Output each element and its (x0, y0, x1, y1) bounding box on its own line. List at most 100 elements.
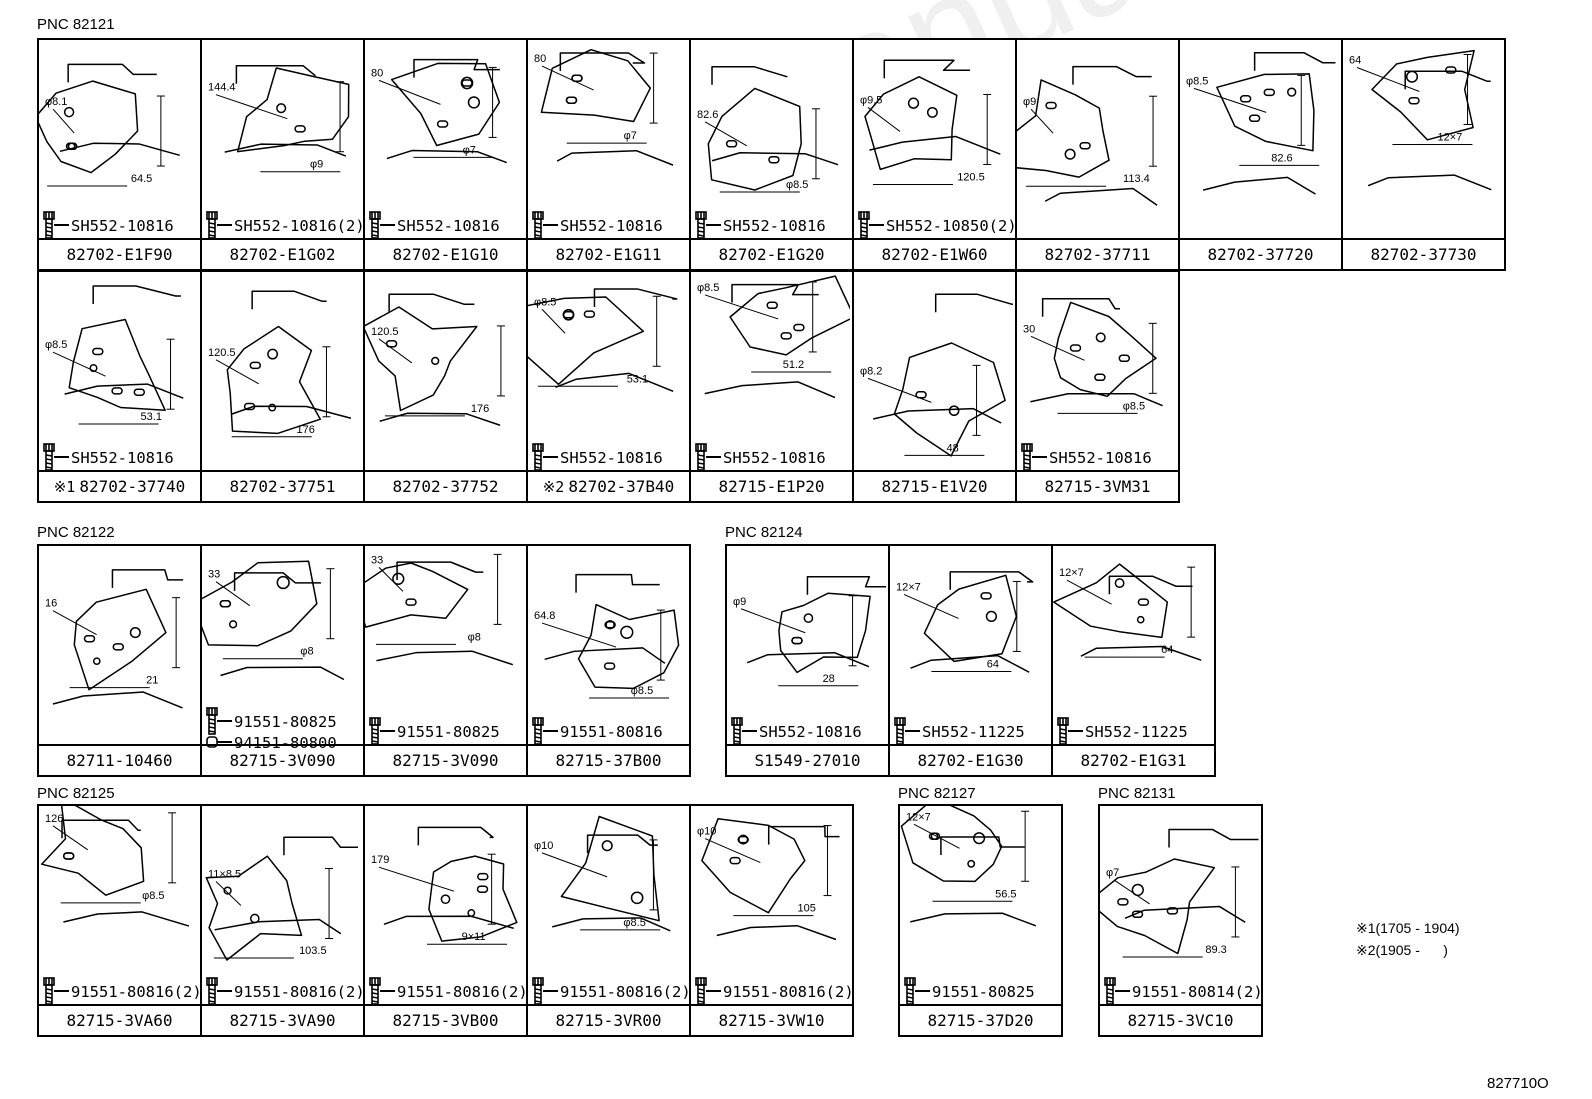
leader-line (740, 608, 806, 634)
leader-line (1356, 67, 1420, 92)
leader-line (541, 622, 617, 648)
mount-hole (63, 106, 75, 118)
part-number[interactable]: 82715-3VM31 (1017, 470, 1178, 501)
bolt-callout[interactable]: SH552-10816 (43, 442, 174, 476)
bracket-body (39, 80, 139, 174)
part-number[interactable]: 82702-E1G02 (202, 238, 363, 269)
part-number[interactable]: 82702-E1G11 (528, 238, 689, 269)
bolt-callout[interactable]: SH552-10816 (731, 716, 862, 750)
part-number[interactable]: 82702-E1G20 (691, 238, 852, 269)
washer-callout[interactable]: 94151-80800 (206, 734, 337, 754)
leader-line (378, 79, 441, 105)
part-number[interactable]: 82715-3V090 (202, 744, 363, 775)
mount-hole (440, 894, 451, 905)
part-number-text: 82702-E1W60 (881, 245, 988, 264)
bolt-callout[interactable]: SH552-10816 (369, 210, 500, 244)
bolt-callout[interactable]: 91551-80825 (206, 706, 337, 740)
bolt-callout[interactable]: SH552-10816 (1021, 442, 1152, 476)
bolt-part-number: SH552-10816 (71, 449, 174, 467)
part-number[interactable]: 82702-37711 (1017, 238, 1178, 269)
part-number[interactable]: 82702-E1G31 (1053, 744, 1214, 775)
part-number[interactable]: 82715-3VA90 (202, 1004, 363, 1035)
part-number[interactable]: 82715-3VC10 (1100, 1004, 1261, 1035)
bolt-callout[interactable]: 91551-80816(2) (206, 976, 365, 1010)
part-number[interactable]: 82715-E1P20 (691, 470, 852, 501)
mount-hole (1095, 332, 1106, 343)
bracket-body (707, 87, 802, 191)
dimension-label: 21 (146, 675, 158, 687)
part-number[interactable]: 82715-E1V20 (854, 470, 1015, 501)
part-number[interactable]: 82702-E1G30 (890, 744, 1051, 775)
bracket-strap (1124, 905, 1246, 923)
bolt-callout[interactable]: 91551-80816(2) (695, 976, 854, 1010)
part-number[interactable]: 82702-E1F90 (39, 238, 200, 269)
bolt-callout[interactable]: 91551-80816(2) (43, 976, 202, 1010)
part-number[interactable]: 82715-3V090 (365, 744, 526, 775)
bolt-callout[interactable]: 91551-80816(2) (532, 976, 691, 1010)
bolt-callout[interactable]: SH552-10816 (695, 210, 826, 244)
part-number[interactable]: 82715-3VR00 (528, 1004, 689, 1035)
part-number[interactable]: 82702-37752 (365, 470, 526, 501)
mount-slot (583, 310, 596, 318)
part-number[interactable]: 82702-37751 (202, 470, 363, 501)
part-number[interactable]: 82702-37720 (1180, 238, 1341, 269)
part-number[interactable]: 82715-37B00 (528, 744, 689, 775)
bolt-callout[interactable]: 91551-80825 (904, 976, 1035, 1010)
part-number[interactable]: 82715-3VB00 (365, 1004, 526, 1035)
bolt-callout[interactable]: SH552-10816(2) (206, 210, 365, 244)
part-number[interactable]: 82702-37730 (1343, 238, 1504, 269)
bolt-callout[interactable]: SH552-11225 (894, 716, 1025, 750)
bolt-part-number: SH552-10816 (560, 217, 663, 235)
leader-line (867, 377, 932, 403)
part-number[interactable]: 82711-10460 (39, 744, 200, 775)
part-number[interactable]: 82715-3VW10 (691, 1004, 852, 1035)
dimension-label: 53.1 (141, 411, 162, 423)
leader-line (704, 838, 761, 864)
dimension-label: 105 (797, 903, 815, 915)
bolt-callout[interactable]: SH552-10816 (43, 210, 174, 244)
bracket-tab (883, 59, 970, 79)
part-number[interactable]: 82702-E1W60 (854, 238, 1015, 269)
part-number[interactable]: 82715-37D20 (900, 1004, 1061, 1035)
part-number[interactable]: S1549-27010 (727, 744, 888, 775)
mount-slot (1131, 910, 1144, 918)
part-number[interactable]: 82702-E1G10 (365, 238, 526, 269)
bolt-callout[interactable]: SH552-10816 (532, 442, 663, 476)
part-number[interactable]: 82715-3VA60 (39, 1004, 200, 1035)
